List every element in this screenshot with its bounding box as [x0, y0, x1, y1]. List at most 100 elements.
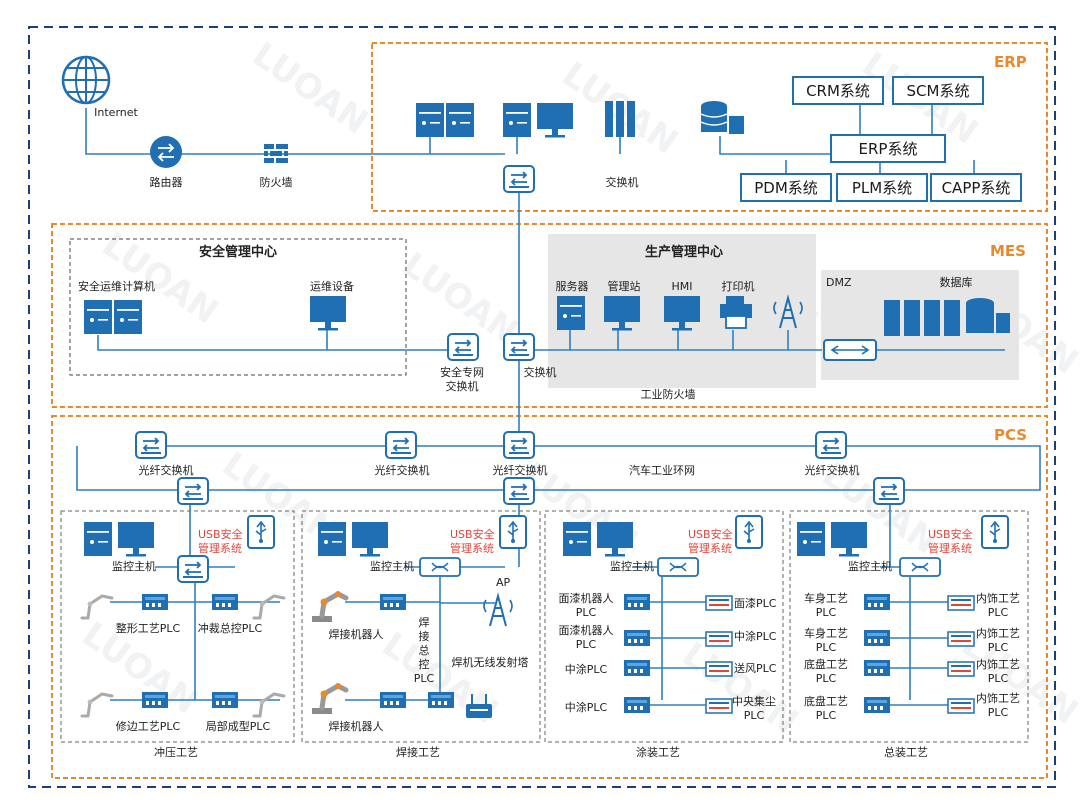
usb-security-icon	[247, 515, 275, 549]
firewall-icon	[264, 144, 288, 163]
ops-device-label: 运维设备	[310, 280, 354, 293]
production-server-icon	[557, 296, 585, 330]
assembly-left-label: PLC	[815, 672, 837, 685]
capp-system-box: CAPP系统	[930, 173, 1022, 202]
fiber-switch-label: 光纤交换机	[374, 464, 430, 477]
welding-main-plc-char: 焊	[418, 616, 430, 629]
plc-icon	[864, 594, 890, 610]
painting-right-label: 面漆PLC	[734, 597, 777, 610]
welding-main-plc-char: 接	[418, 630, 430, 643]
welding-robot-icon	[312, 683, 346, 714]
security-center-frame	[69, 238, 407, 376]
pdm-system-box: PDM系统	[740, 173, 832, 202]
fiber-switch-icon	[815, 431, 847, 459]
fiber-switch-icon	[503, 431, 535, 459]
usb-security-label-line2: 管理系统	[450, 542, 494, 555]
monitor-host-label: 监控主机	[610, 560, 654, 573]
assembly-right-label: 内饰工艺	[976, 592, 1020, 605]
database-label: 数据库	[939, 276, 973, 289]
fiber-switch-icon	[873, 477, 905, 505]
plm-system-box: PLM系统	[836, 173, 928, 202]
plc-icon	[624, 630, 650, 646]
printer-label: 打印机	[721, 280, 755, 293]
internet-icon	[61, 55, 111, 105]
robot-arm-icon	[252, 692, 286, 718]
assembly-left-label: 底盘工艺	[804, 658, 848, 671]
assembly-right-label: PLC	[987, 641, 1009, 654]
fiber-switch-icon	[135, 431, 167, 459]
painting-left-label: 中涂PLC	[564, 663, 608, 676]
welding-title: 焊接工艺	[396, 746, 440, 759]
crm-system-box: CRM系统	[792, 76, 884, 105]
monitor-host-screen-icon	[118, 522, 154, 557]
security-ops-computer-label: 安全运维计算机	[78, 280, 155, 293]
ap-label: AP	[496, 576, 511, 589]
assembly-left-label: PLC	[815, 709, 837, 722]
hmi-label: HMI	[671, 280, 693, 293]
monitor-host-label: 监控主机	[848, 560, 892, 573]
erp-server-icon	[416, 103, 444, 137]
welding-main-plc-char: 总	[418, 644, 430, 657]
zone-label-erp: ERP	[994, 53, 1027, 71]
database-servers-icon	[884, 298, 1010, 336]
assembly-right-label: PLC	[987, 706, 1009, 719]
assembly-left-label: 车身工艺	[804, 592, 848, 605]
fiber-switch-label: 光纤交换机	[492, 464, 548, 477]
security-switch-label-line2: 交换机	[445, 380, 479, 393]
welding-main-plc-char: PLC	[413, 672, 435, 685]
robot-arm-icon	[252, 594, 286, 620]
painting-right-label: 送风PLC	[734, 662, 777, 675]
zone-label-mes: MES	[990, 242, 1026, 260]
erp-system-box: ERP系统	[830, 134, 946, 163]
zone-label-pcs: PCS	[994, 426, 1028, 444]
usb-security-label-line1: USB安全	[688, 528, 733, 541]
fiber-switch-icon	[385, 431, 417, 459]
plc-rack-icon	[947, 698, 975, 714]
security-switch-label-line1: 安全专网	[440, 366, 484, 379]
painting-right-label: 中涂PLC	[734, 630, 777, 643]
painting-left-label: 中涂PLC	[564, 701, 608, 714]
fiber-switch-label: 光纤交换机	[804, 464, 860, 477]
assembly-title: 总装工艺	[884, 746, 928, 759]
plc-rack-icon	[705, 595, 733, 611]
plc-icon	[864, 630, 890, 646]
plc-rack-icon	[705, 698, 733, 714]
painting-left-label: PLC	[575, 638, 597, 651]
monitor-host-screen-icon	[352, 522, 388, 557]
erp-switch-icon	[503, 165, 535, 193]
usb-security-label-line2: 管理系统	[928, 542, 972, 555]
usb-security-label-line1: USB安全	[450, 528, 495, 541]
assembly-left-label: 车身工艺	[804, 627, 848, 640]
svg-text:LUOAN: LUOAN	[675, 635, 805, 743]
welding-robot-icon	[312, 591, 346, 622]
fiber-switch-icon	[177, 477, 209, 505]
usb-security-label-line2: 管理系统	[688, 542, 732, 555]
assembly-left-label: 底盘工艺	[804, 695, 848, 708]
painting-title: 涂装工艺	[636, 746, 680, 759]
assembly-frame	[789, 510, 1029, 743]
firewall-label: 防火墙	[259, 176, 293, 189]
assembly-right-label: 内饰工艺	[976, 658, 1020, 671]
router-icon	[150, 136, 182, 168]
security-center-title: 安全管理中心	[198, 245, 278, 260]
plc-icon	[212, 692, 238, 708]
erp-zone	[371, 42, 1048, 212]
plc-punch-label: 冲裁总控PLC	[197, 622, 263, 635]
usb-security-icon	[735, 515, 763, 549]
painting-frame	[544, 510, 784, 743]
plc-rack-icon	[947, 661, 975, 677]
plc-rack-icon	[705, 661, 733, 677]
plc-shaping-label: 整形工艺PLC	[115, 622, 181, 635]
monitor-host-screen-icon	[831, 522, 867, 557]
erp-server-icon	[446, 103, 474, 137]
fiber-switch-label: 光纤交换机	[138, 464, 194, 477]
industrial-firewall-label: 工业防火墙	[640, 388, 696, 401]
plc-rack-icon	[705, 631, 733, 647]
monitor-host-server-icon	[84, 522, 112, 556]
painting-right-label: PLC	[743, 709, 765, 722]
plc-local-label: 局部成型PLC	[205, 720, 271, 733]
plc-icon	[380, 692, 406, 708]
production-center-title: 生产管理中心	[644, 245, 724, 260]
